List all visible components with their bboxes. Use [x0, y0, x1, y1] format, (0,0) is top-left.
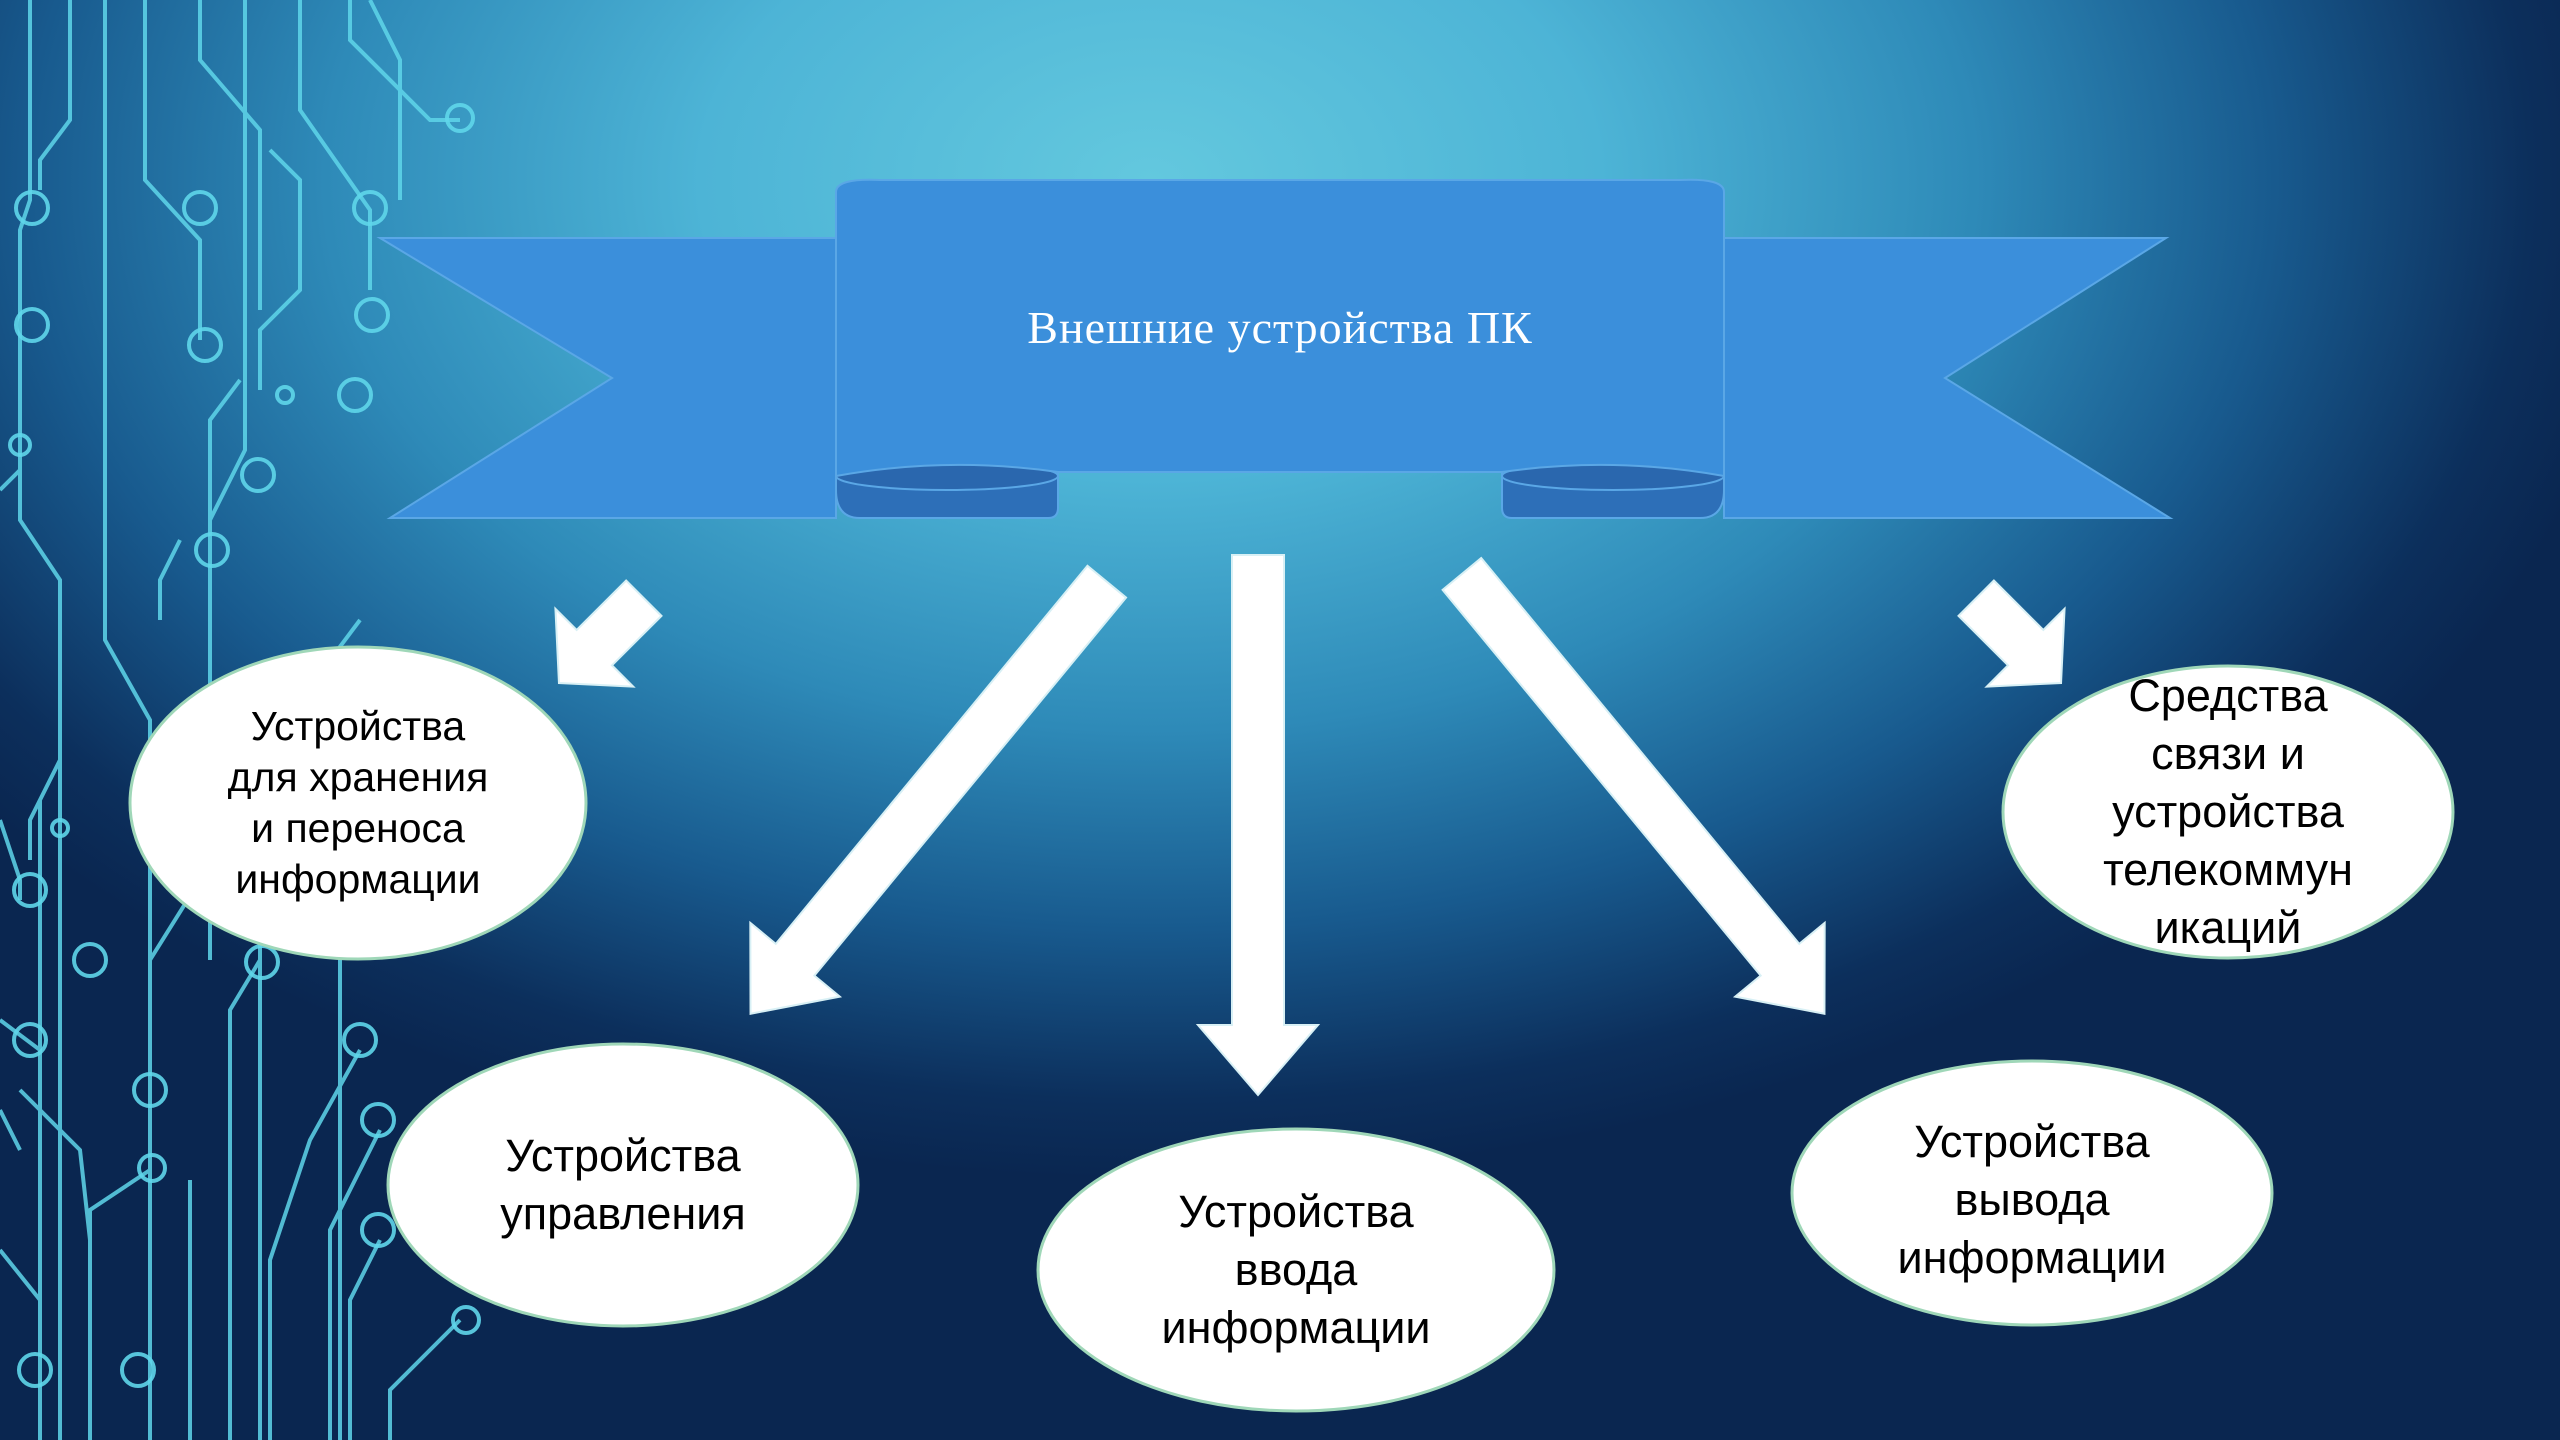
arrow-to-output — [1441, 556, 1826, 1015]
arrow-to-control — [749, 564, 1128, 1015]
node-storage-shape — [128, 645, 588, 961]
banner-left-tail — [376, 237, 837, 519]
arrow-to-communication — [1957, 579, 2066, 688]
arrow-to-input — [1195, 554, 1321, 1097]
page-title: Внешние устройства ПК — [1027, 301, 1533, 353]
banner-main — [835, 178, 1725, 478]
node-control-shape — [386, 1042, 860, 1328]
node-communication-shape — [2001, 664, 2455, 960]
node-input-shape — [1036, 1127, 1556, 1413]
arrow-to-storage — [554, 579, 663, 688]
node-output-shape — [1790, 1059, 2274, 1327]
